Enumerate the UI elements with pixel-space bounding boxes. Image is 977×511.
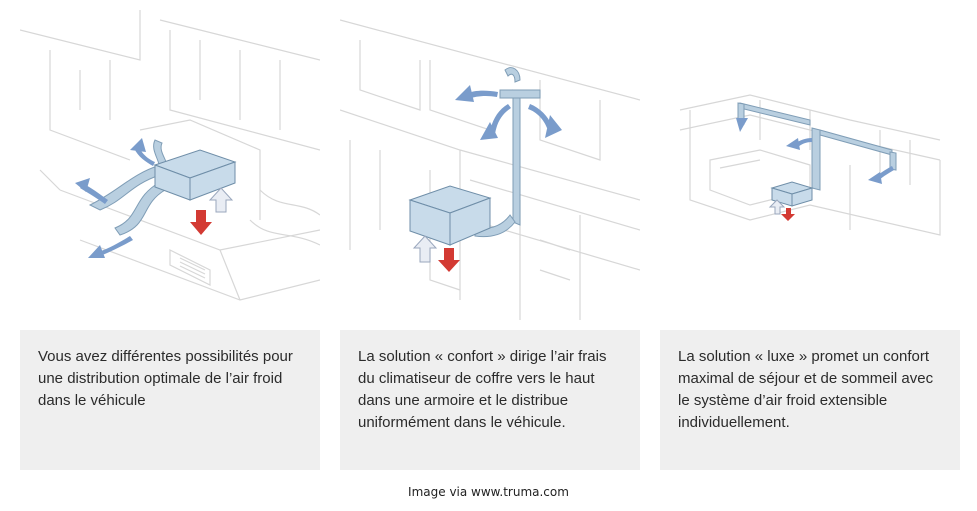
caption-box-2: La solution « confort » dirige l’air fra…	[340, 330, 640, 470]
caption-2: La solution « confort » dirige l’air fra…	[358, 348, 607, 431]
caption-3: La solution « luxe » promet un confort m…	[678, 348, 934, 431]
caption-box-3: La solution « luxe » promet un confort m…	[660, 330, 960, 470]
image-credit: Image via www.truma.com	[408, 485, 569, 499]
panel-2: La solution « confort » dirige l’air fra…	[340, 0, 640, 470]
illustration-bench-distribution	[20, 0, 320, 330]
illustration-wardrobe-distribution	[340, 0, 640, 330]
illustration-extensible-system	[660, 0, 960, 330]
illustration-svg-3	[679, 94, 941, 236]
panel-1: Vous avez différentes possibilités pour …	[20, 0, 320, 470]
panel-3: La solution « luxe » promet un confort m…	[660, 0, 960, 470]
caption-box-1: Vous avez différentes possibilités pour …	[20, 330, 320, 470]
caption-1: Vous avez différentes possibilités pour …	[38, 348, 293, 409]
illustration-svg-2	[340, 19, 640, 320]
illustration-svg-1	[20, 10, 320, 301]
